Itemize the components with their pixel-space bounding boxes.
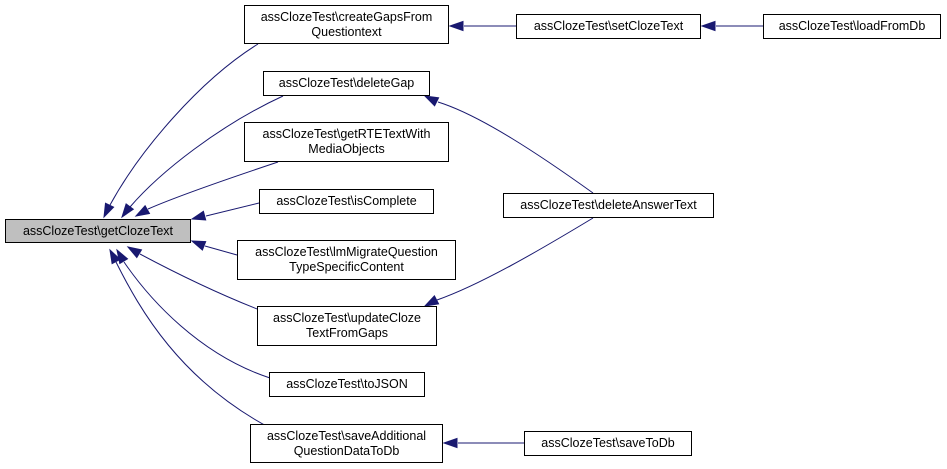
edge-deleteAnswerText-to-updateClozeTextFromGaps [423,217,594,307]
node-label-line: MediaObjects [308,142,385,156]
node-label-line: assClozeTest\saveToDb [541,436,675,450]
node-lmmigratequestiontypespecificcontent[interactable]: assClozeTest\lmMigrateQuestion TypeSpeci… [237,240,456,280]
edge-line [129,95,284,208]
arrowhead-icon [442,437,458,449]
node-getclozetext: assClozeTest\getClozeText [5,219,191,243]
node-label-line: assClozeTest\deleteAnswerText [520,198,697,212]
node-label-line: Questiontext [311,24,382,39]
arrowhead-icon [109,248,121,265]
edge-line [123,261,271,379]
node-label-line: assClozeTest\deleteGap [278,76,415,90]
node-label-line: TextFromGaps [306,326,388,340]
node-label-line: assClozeTest\saveAdditional [266,428,427,443]
edge-line [204,245,238,256]
edge-line [437,101,594,194]
edge-lmMigrateQuestionTypeSpecificContent-to-getClozeText [190,240,238,256]
node-savetodb[interactable]: assClozeTest\saveToDb [524,431,692,456]
edge-line [436,217,594,301]
node-iscomplete[interactable]: assClozeTest\isComplete [259,189,434,214]
arrowhead-icon [103,202,115,219]
node-label-line: assClozeTest\getClozeText [22,223,174,238]
arrowhead-icon [121,203,135,219]
node-getrtetextwithmediaobjects[interactable]: assClozeTest\getRTETextWith MediaObjects [244,122,449,162]
edge-loadFromDb-to-setClozeText [700,20,763,32]
node-label-line: assClozeTest\createGapsFrom [260,9,433,24]
edge-line [109,43,259,206]
node-label-line: assClozeTest\lmMigrateQuestion [255,245,438,259]
arrowhead-icon [448,20,464,32]
edge-updateClozeTextFromGaps-to-getClozeText [126,246,271,315]
edge-setClozeText-to-createGapsFromQuestiontext [448,20,516,32]
node-loadfromdb[interactable]: assClozeTest\loadFromDb [763,14,941,39]
arrowhead-icon [190,240,207,251]
node-creategapsfromquestiontext[interactable]: assClozeTest\createGapsFrom Questiontext [244,5,449,44]
arrowhead-icon [126,246,143,259]
edge-getRTETextWithMediaObjects-to-getClozeText [134,161,279,217]
arrowhead-icon [134,204,151,217]
node-label-line: TypeSpecificContent [289,260,404,274]
node-label-line: assClozeTest\isComplete [276,194,417,208]
node-saveadditionalquestiondatatodb[interactable]: assClozeTest\saveAdditional QuestionData… [250,424,443,463]
arrowhead-icon [423,95,440,107]
edge-saveAdditionalQuestionDataToDb-to-getClozeText [109,248,271,429]
edge-line [115,261,271,429]
arrowhead-icon [190,210,207,221]
edge-deleteGap-to-getClozeText [121,95,284,219]
edge-line [205,202,260,217]
node-label-line: assClozeTest\getRTETextWith [262,127,431,141]
node-updateclozetextfromgaps[interactable]: assClozeTest\updateCloze TextFromGaps [257,306,437,346]
node-deletegap[interactable]: assClozeTest\deleteGap [263,71,430,96]
node-label-line: assClozeTest\loadFromDb [778,19,926,33]
edge-line [147,161,279,210]
arrowhead-icon [700,20,716,32]
node-label-line: QuestionDataToDb [293,443,400,458]
edge-isComplete-to-getClozeText [190,202,260,221]
edge-saveToDb-to-saveAdditionalQuestionDataToDb [442,437,524,449]
node-label-line: assClozeTest\toJSON [286,377,408,391]
node-label-line: assClozeTest\updateCloze [273,311,421,325]
edge-createGapsFromQuestiontext-to-getClozeText [103,43,259,219]
edge-deleteAnswerText-to-deleteGap [423,95,594,194]
node-label-line: assClozeTest\setClozeText [533,19,684,33]
arrowhead-icon [423,295,440,307]
arrowhead-icon [116,248,129,265]
node-setclozetext[interactable]: assClozeTest\setClozeText [516,14,701,39]
node-tojson[interactable]: assClozeTest\toJSON [269,372,425,397]
node-deleteanswertext[interactable]: assClozeTest\deleteAnswerText [503,193,714,218]
edge-line [139,253,271,315]
